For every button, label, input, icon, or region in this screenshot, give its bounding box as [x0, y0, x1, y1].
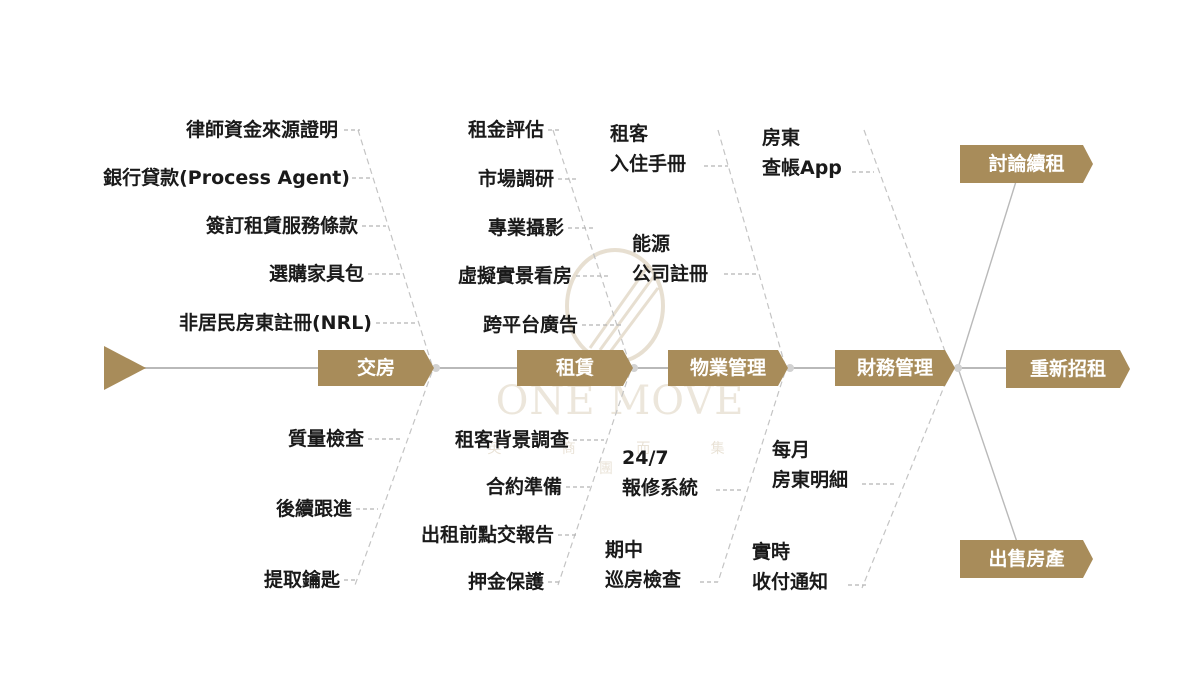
branch-item: 銀行貸款(Process Agent) [103, 167, 350, 189]
outcome-re-let: 重新招租 [1006, 350, 1130, 388]
link-renew [957, 174, 1019, 369]
branch-item: 市場調研 [477, 168, 554, 190]
bone-finance-bottom [861, 371, 951, 589]
branch-item: 押金保護 [467, 571, 544, 593]
stage-finance-management: 財務管理 [835, 350, 955, 386]
branch-item: 24/7 報修系統 [622, 447, 699, 499]
bone-lease-top [552, 129, 631, 366]
bone-lease-bottom [557, 371, 631, 586]
branch-item: 租金評估 [467, 119, 544, 141]
branch-item: 實時 收付通知 [752, 541, 829, 593]
branch-item: 租客 入住手冊 [610, 123, 687, 175]
branch-item: 合約準備 [485, 476, 562, 498]
branch-item: 跨平台廣告 [482, 314, 578, 336]
stage-handover: 交房 [318, 350, 434, 386]
branch-item: 房東 查帳App [762, 127, 842, 179]
stage-lease: 租賃 [517, 350, 633, 386]
branch-item: 虛擬實景看房 [457, 265, 572, 287]
bone-property-bottom [717, 371, 786, 583]
branch-item: 出租前點交報告 [420, 524, 554, 546]
branch-item: 簽訂租賃服務條款 [205, 215, 358, 237]
outcome-sell-property: 出售房產 [960, 540, 1093, 578]
start-arrow-icon [104, 346, 146, 390]
branch-item: 能源 公司註冊 [632, 233, 709, 285]
bone-handover-top [357, 129, 433, 366]
branch-item: 後續跟進 [275, 498, 352, 520]
watermark-subtitle: 英 商 而 集 團 [487, 441, 753, 477]
branch-item: 專業攝影 [487, 217, 564, 239]
link-sell [957, 367, 1019, 546]
branch-item: 期中 巡房檢查 [605, 539, 682, 591]
bone-property-top [717, 129, 786, 366]
branch-item: 租客背景調查 [454, 429, 569, 451]
branch-item: 非居民房東註冊(NRL) [178, 312, 372, 334]
branch-item: 選購家具包 [268, 263, 364, 285]
branch-item: 律師資金來源證明 [185, 119, 338, 141]
branch-item: 提取鑰匙 [263, 569, 340, 591]
outcome-renew-discussion: 討論續租 [960, 145, 1093, 183]
bone-handover-bottom [354, 371, 433, 586]
branch-item: 每月 房東明細 [772, 439, 849, 491]
bone-finance-top [863, 129, 951, 366]
stage-property-management: 物業管理 [668, 350, 788, 386]
branch-item: 質量檢查 [287, 428, 364, 450]
